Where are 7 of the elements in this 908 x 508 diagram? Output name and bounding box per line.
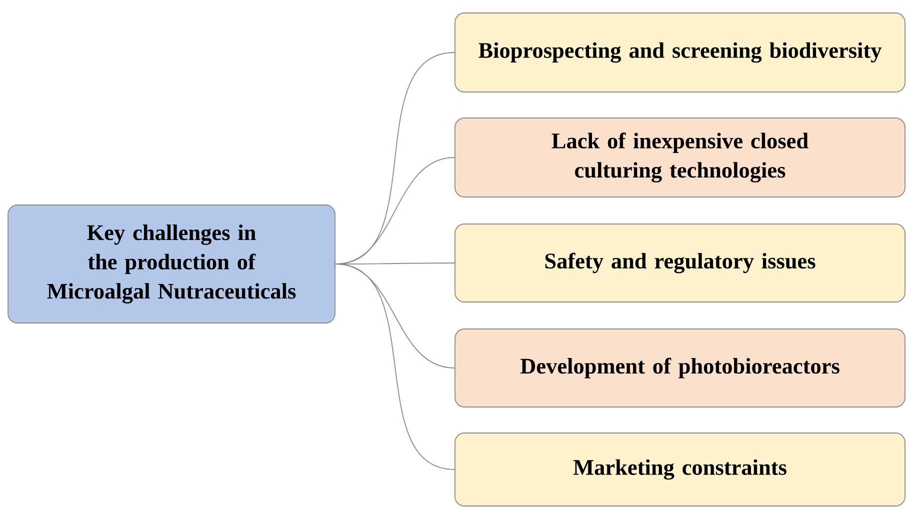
challenge-box: Bioprospecting and screening biodiversity [454, 12, 906, 92]
challenge-box: Lack of inexpensive closed culturing technologies [454, 118, 906, 198]
challenge-box: Marketing constraints [454, 432, 906, 506]
challenge-box: Development of photobioreactors [454, 328, 906, 408]
challenge-box: Safety and regulatory issues [454, 224, 906, 302]
topic-box: Key challenges in the production of Microalgal Nutraceuticals [8, 204, 336, 324]
connector-line [335, 264, 455, 470]
